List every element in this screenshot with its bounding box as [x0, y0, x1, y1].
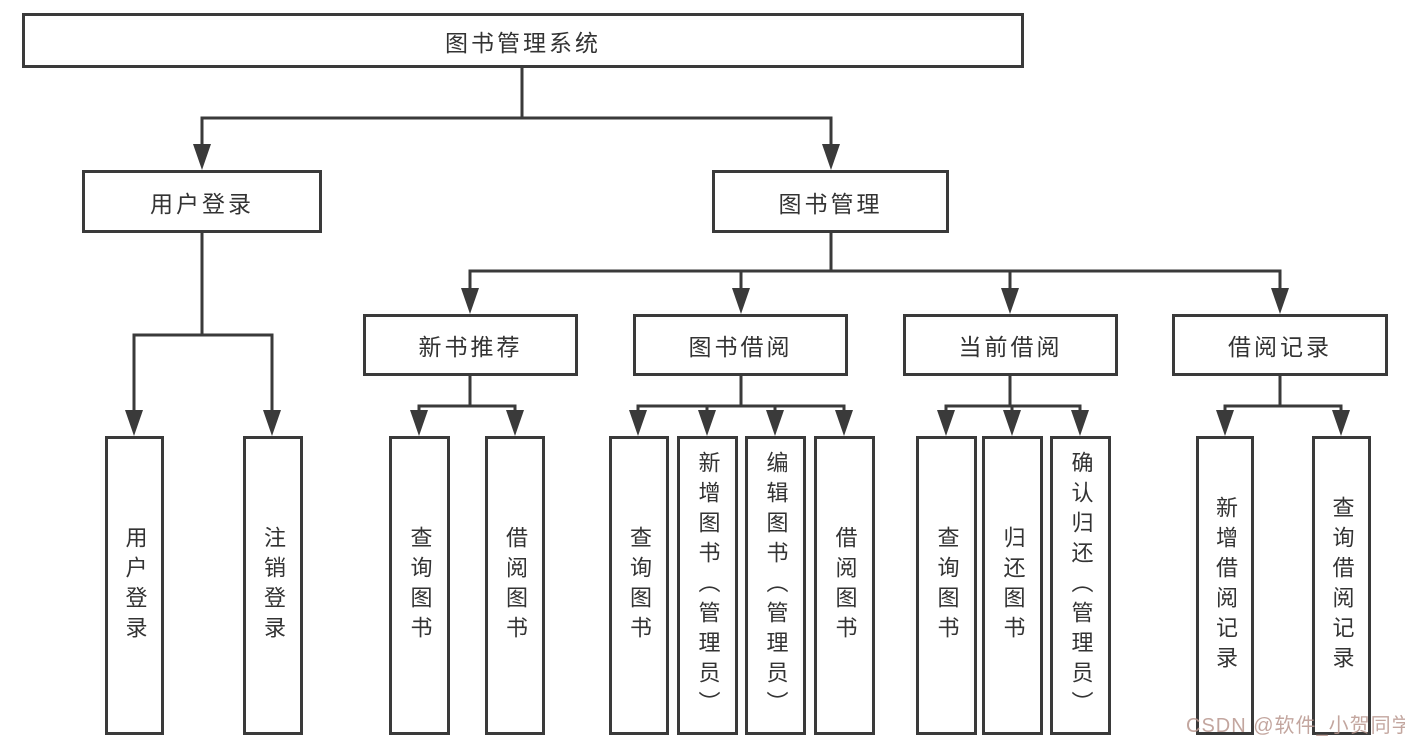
- node-user-login: 用户登录: [82, 170, 322, 233]
- leaf-query-books-2: 查询图书: [609, 436, 669, 735]
- leaf-query-borrow-record: 查询借阅记录: [1312, 436, 1371, 735]
- leaf-add-borrow-record: 新增借阅记录: [1196, 436, 1254, 735]
- leaf-user-login: 用户登录: [105, 436, 164, 735]
- leaf-borrow-books: 借阅图书: [485, 436, 545, 735]
- node-new-book-recommend: 新书推荐: [363, 314, 578, 376]
- leaf-confirm-return-admin: 确认归还（管理员）: [1050, 436, 1111, 735]
- arrowheads: [125, 144, 1350, 436]
- leaf-borrow-books-2: 借阅图书: [814, 436, 875, 735]
- node-library-management-system: 图书管理系统: [22, 13, 1024, 68]
- node-current-borrow: 当前借阅: [903, 314, 1118, 376]
- leaf-query-books: 查询图书: [389, 436, 450, 735]
- leaf-logout: 注销登录: [243, 436, 303, 735]
- leaf-query-books-3: 查询图书: [916, 436, 977, 735]
- leaf-edit-books-admin: 编辑图书（管理员）: [745, 436, 806, 735]
- csdn-watermark: CSDN @软件_小贺同学: [1186, 715, 1405, 737]
- node-book-management: 图书管理: [712, 170, 949, 233]
- leaf-return-books: 归还图书: [982, 436, 1043, 735]
- node-book-borrow: 图书借阅: [633, 314, 848, 376]
- leaf-add-books-admin: 新增图书（管理员）: [677, 436, 738, 735]
- node-borrow-records: 借阅记录: [1172, 314, 1388, 376]
